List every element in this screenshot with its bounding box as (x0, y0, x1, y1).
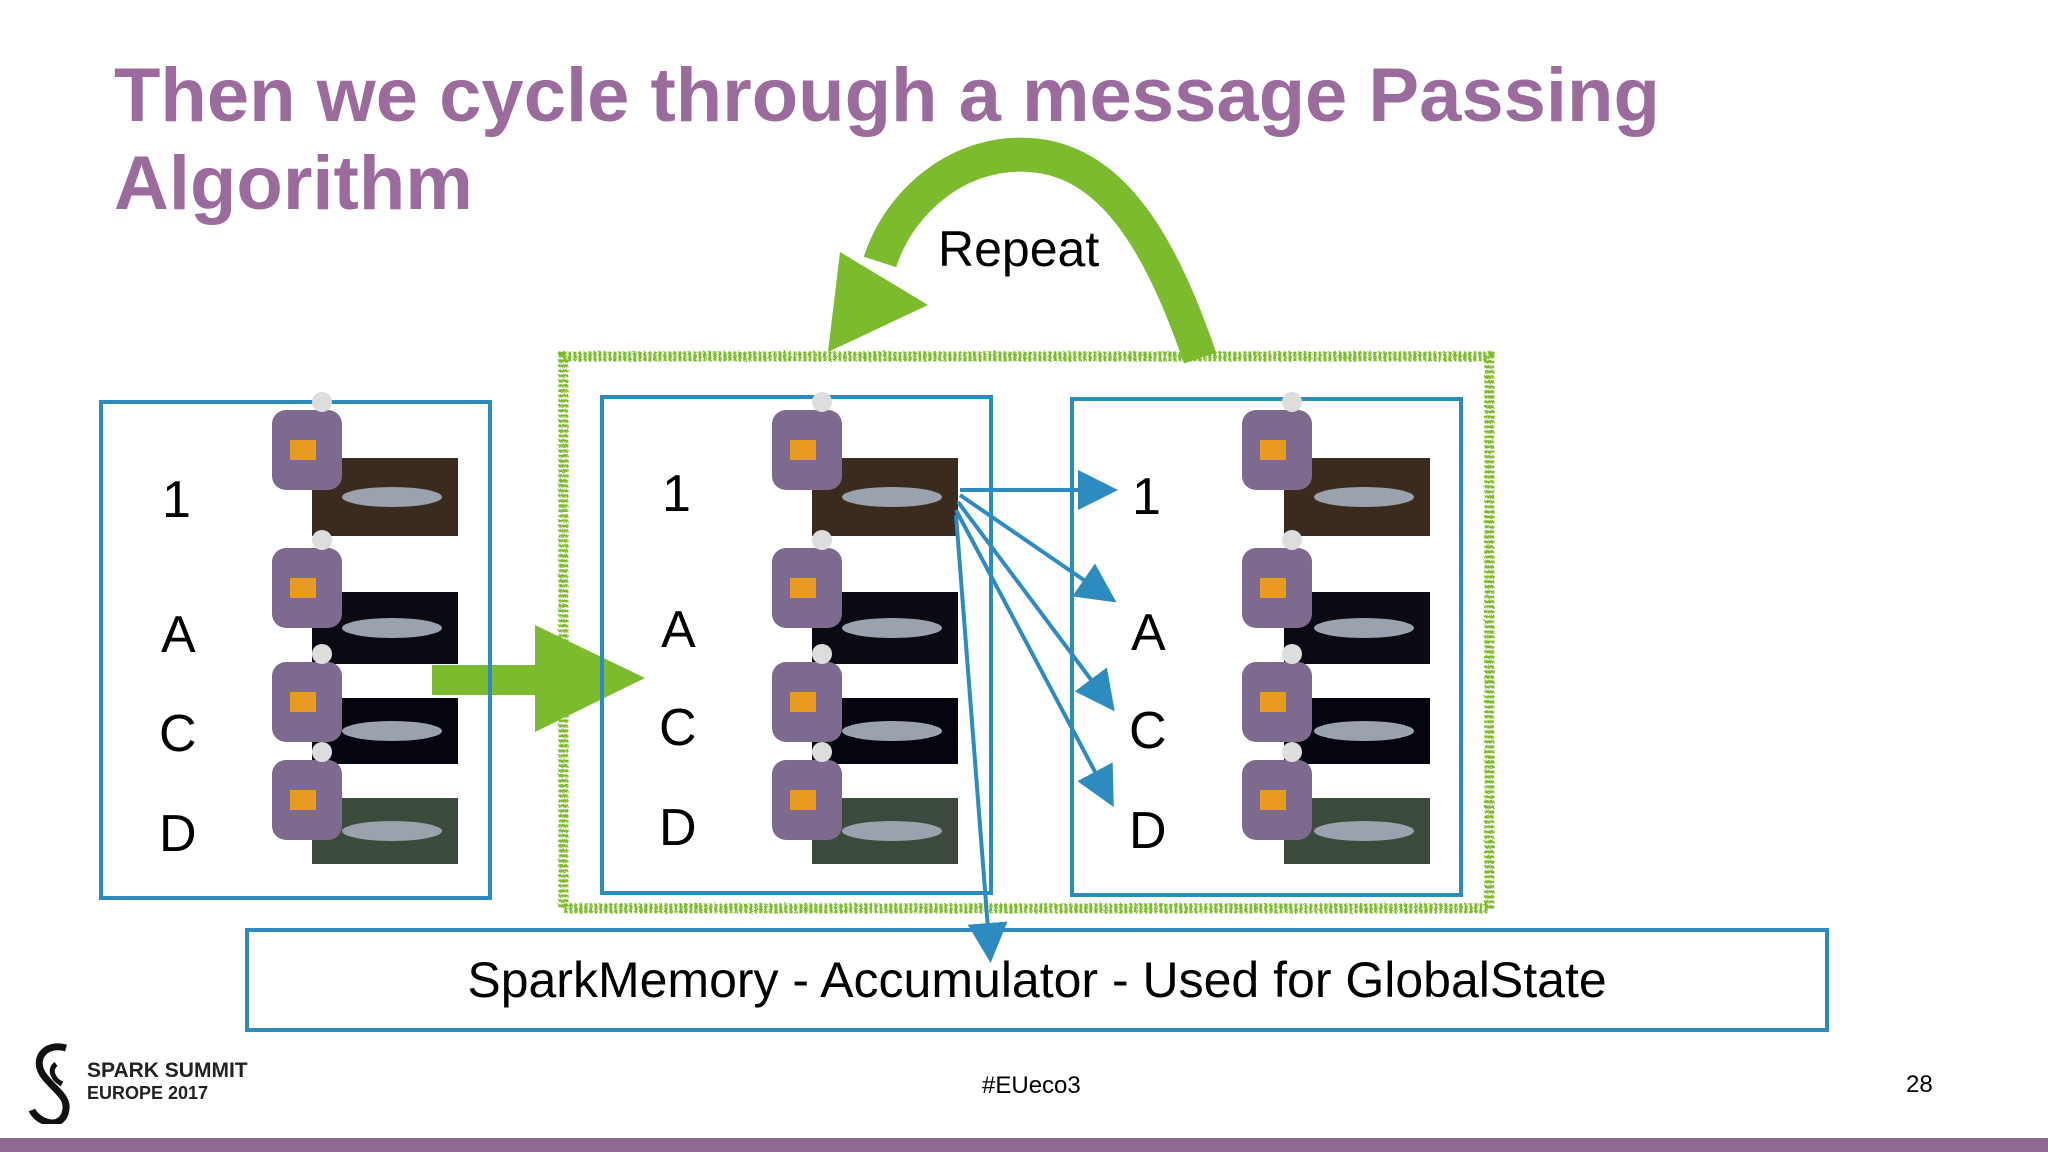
logo-line: SPARK SUMMIT (87, 1059, 248, 1082)
repeat-label: Repeat (938, 221, 1100, 277)
page-number: 28 (1906, 1071, 1933, 1098)
row-label: C (659, 699, 697, 757)
row-label: A (661, 601, 696, 659)
accumulator-label: SparkMemory - Accumulator - Used for Glo… (467, 952, 1607, 1008)
row-label: 1 (162, 471, 191, 529)
row-label: C (1129, 702, 1167, 760)
accumulator-box: SparkMemory - Accumulator - Used for Glo… (245, 928, 1829, 1032)
logo-line: EUROPE 2017 (87, 1083, 209, 1103)
row-label: D (1129, 802, 1167, 860)
row-label: D (659, 799, 697, 857)
row-label: 1 (662, 465, 691, 523)
slide-title: Then we cycle through a message Passing … (114, 53, 1660, 226)
hashtag: #EUeco3 (982, 1072, 1081, 1099)
input-box (99, 400, 492, 900)
row-label: C (159, 705, 197, 763)
row-label: A (161, 606, 196, 664)
row-label: D (159, 805, 197, 863)
row-label: A (1131, 604, 1166, 662)
repeat-arrow-head (828, 252, 928, 352)
row-label: 1 (1132, 468, 1161, 526)
bottom-bar (0, 1138, 2048, 1152)
spark-summit-logo-icon (28, 1043, 70, 1124)
conference-logo: SPARK SUMMIT EUROPE 2017 (87, 1060, 248, 1104)
